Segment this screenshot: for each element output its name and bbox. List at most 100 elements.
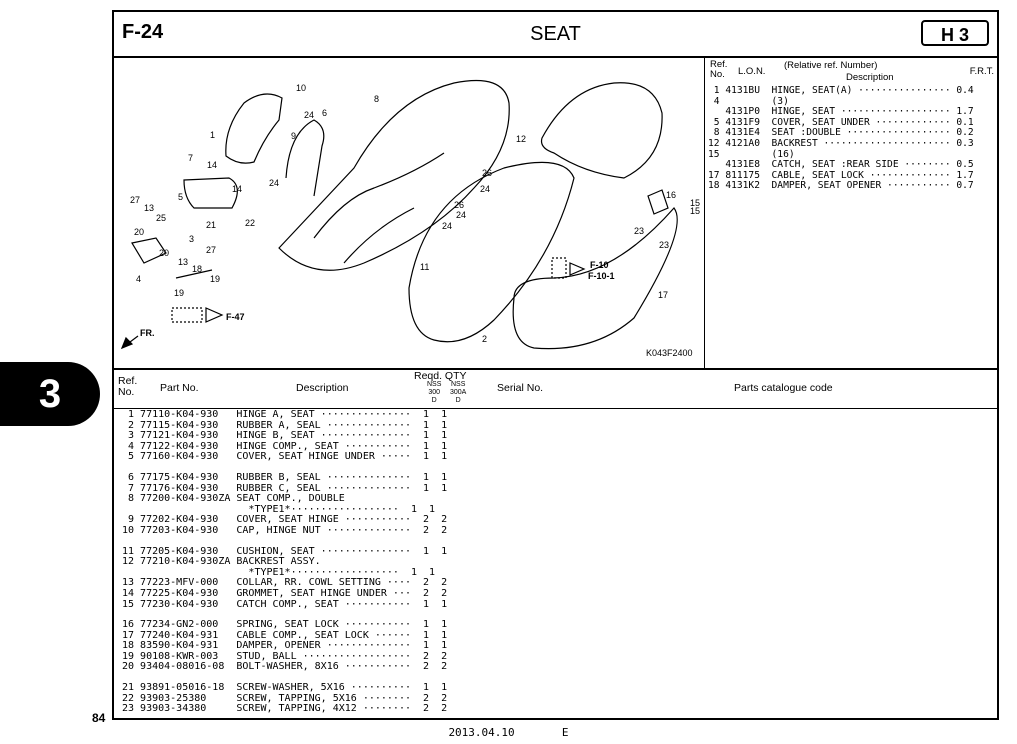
parts-row: 5 77160-K04-930 COVER, SEAT HINGE UNDER … — [122, 451, 448, 463]
callout-17: 17 — [658, 290, 668, 300]
callout-13a: 13 — [144, 203, 154, 213]
callout-2: 2 — [482, 334, 487, 344]
callout-27a: 27 — [130, 195, 140, 205]
callout-15b: 15 — [690, 206, 700, 216]
callout-9: 9 — [291, 131, 296, 141]
drawing-code: K043F2400 — [646, 348, 693, 358]
parts-row: 21 93891-05016-18 SCREW-WASHER, 5X16 ···… — [122, 682, 448, 694]
parts-row: 8 77200-K04-930ZA SEAT COMP., DOUBLE — [122, 493, 345, 505]
ref-f10-1: F-10-1 — [588, 271, 615, 281]
callout-19a: 19 — [174, 288, 184, 298]
callout-24a: 24 — [304, 110, 314, 120]
parts-row: 14 77225-K04-930 GROMMET, SEAT HINGE UND… — [122, 587, 448, 599]
pl-serial-no-header: Serial No. — [497, 382, 544, 394]
ref-panel-line: 1 4131BU HINGE, SEAT(A) ················… — [708, 85, 974, 96]
callout-23b: 23 — [659, 240, 669, 250]
pl-model2-header: NSS 300A D — [450, 381, 467, 404]
callout-27b: 27 — [206, 245, 216, 255]
hinge-shape — [131, 237, 167, 264]
ref-panel-line: 5 4131F9 COVER, SEAT UNDER ·············… — [708, 116, 974, 128]
rp-relative-header: (Relative ref. Number) — [784, 60, 878, 71]
rp-lon-header: L.O.N. — [738, 66, 766, 77]
parts-row: 20 93404-08016-08 BOLT-WASHER, 8X16 ····… — [122, 661, 448, 673]
ref-panel-line: 8 4131E4 SEAT :DOUBLE ··················… — [708, 127, 974, 139]
parts-row: 10 77203-K04-930 CAP, HINGE NUT ········… — [122, 524, 448, 536]
callout-8: 8 — [374, 94, 379, 104]
ref-panel-line: 17 811175 CABLE, SEAT LOCK ·············… — [708, 169, 974, 181]
callout-3: 3 — [189, 234, 194, 244]
pl-part-no-header: Part No. — [160, 382, 199, 394]
ref-panel-line: 18 4131K2 DAMPER, SEAT OPENER ··········… — [708, 180, 974, 192]
parts-row: 18 83590-K04-931 DAMPER, OPENER ········… — [122, 640, 448, 652]
callout-21: 21 — [206, 220, 216, 230]
callout-22: 22 — [245, 218, 255, 228]
parts-row: 19 90108-KWR-003 STUD, BALL ············… — [122, 650, 448, 662]
callout-6: 6 — [322, 108, 327, 118]
rubber-seal-shape — [285, 119, 325, 197]
front-marker: FR. — [140, 328, 155, 338]
ref-panel-line: 4 (3) — [708, 95, 789, 107]
ref-panel-lines: 1 4131BU HINGE, SEAT(A) ················… — [708, 85, 998, 192]
hinge-cover-shape — [183, 177, 238, 209]
parts-list-header: Ref. No. Part No. Description Reqd. QTY … — [114, 370, 997, 409]
parts-row: 7 77176-K04-930 RUBBER C, SEAL ·········… — [122, 482, 448, 494]
callout-16: 16 — [666, 190, 676, 200]
damper-shape — [175, 269, 213, 279]
ref-panel-line: 12 4121A0 BACKREST ·····················… — [708, 137, 974, 149]
callout-20b: 20 — [159, 248, 169, 258]
parts-row: 11 77205-K04-930 CUSHION, SEAT ·········… — [122, 545, 448, 557]
parts-list-body: 1 77110-K04-930 HINGE A, SEAT ··········… — [122, 409, 448, 715]
pl-catalogue-header: Parts catalogue code — [734, 382, 833, 394]
callout-11: 11 — [420, 262, 429, 272]
callout-24e: 24 — [442, 221, 452, 231]
ref-f10: F-10 — [590, 260, 609, 270]
callout-14a: 14 — [207, 160, 217, 170]
pl-reqd-qty-header: Reqd. QTY — [414, 370, 467, 382]
callout-19b: 19 — [210, 274, 220, 284]
section-badge: H 3 — [921, 20, 989, 46]
ref-panel-line: 4131P0 HINGE, SEAT ··················· 1… — [708, 106, 974, 118]
rp-ref-no-header: Ref. No. — [710, 59, 728, 80]
parts-row: 17 77240-K04-931 CABLE COMP., SEAT LOCK … — [122, 629, 448, 641]
callout-20a: 20 — [134, 227, 144, 237]
callout-7: 7 — [188, 153, 193, 163]
callout-13b: 13 — [178, 257, 188, 267]
page-number: 84 — [92, 711, 106, 725]
parts-row: 22 93903-25380 SCREW, TAPPING, 5X16 ····… — [122, 692, 448, 704]
parts-row: 15 77230-K04-930 CATCH COMP., SEAT ·····… — [122, 598, 448, 610]
rp-frt-header: F.R.T. — [969, 66, 994, 77]
parts-row: 9 77202-K04-930 COVER, SEAT HINGE ······… — [122, 514, 448, 526]
callout-1: 1 — [210, 130, 215, 140]
parts-row: 16 77234-GN2-000 SPRING, SEAT LOCK ·····… — [122, 619, 448, 631]
footer-edition: E — [561, 726, 569, 739]
figure-id: F-24 — [122, 21, 164, 43]
parts-row: 6 77175-K04-930 RUBBER B, SEAL ·········… — [122, 471, 448, 483]
parts-row: *TYPE1*·················· 1 1 — [122, 503, 436, 515]
callout-5: 5 — [178, 192, 183, 202]
callout-14b: 14 — [232, 184, 242, 194]
seal-ring-shape — [408, 161, 575, 343]
callout-26a: 26 — [482, 168, 492, 178]
callout-24b: 24 — [269, 178, 279, 188]
callout-24d: 24 — [456, 210, 466, 220]
ref-panel-header: Ref. No. L.O.N. (Relative ref. Number) D… — [708, 60, 998, 86]
footer-date: 2013.04.10 — [448, 726, 515, 739]
backrest-shape — [540, 82, 663, 179]
parts-row: 4 77122-K04-930 HINGE COMP., SEAT ······… — [122, 440, 448, 452]
callout-10: 10 — [296, 83, 306, 93]
parts-row: 23 93903-34380 SCREW, TAPPING, 4X12 ····… — [122, 703, 448, 715]
section-divider — [114, 368, 997, 370]
parts-row: 12 77210-K04-930ZA BACKREST ASSY. — [122, 556, 321, 568]
exploded-diagram: 1 2 3 4 5 6 7 8 9 10 11 12 13 13 14 14 1… — [120, 79, 700, 358]
parts-row: 13 77223-MFV-000 COLLAR, RR. COWL SETTIN… — [122, 577, 448, 589]
callout-24c: 24 — [480, 184, 490, 194]
callout-4: 4 — [136, 274, 141, 284]
relative-ref-panel: Ref. No. L.O.N. (Relative ref. Number) D… — [708, 60, 998, 360]
page-header: F-24 SEAT H 3 — [114, 12, 997, 58]
pl-ref-no-header: Ref. No. — [118, 375, 138, 398]
page-footer: 2013.04.10 E — [0, 726, 1017, 739]
parts-row: *TYPE1*·················· 1 1 — [122, 566, 436, 578]
ref-panel-line: 15 (16) — [708, 148, 795, 160]
seat-shape — [278, 79, 510, 271]
ref-f47: F-47 — [226, 312, 245, 322]
